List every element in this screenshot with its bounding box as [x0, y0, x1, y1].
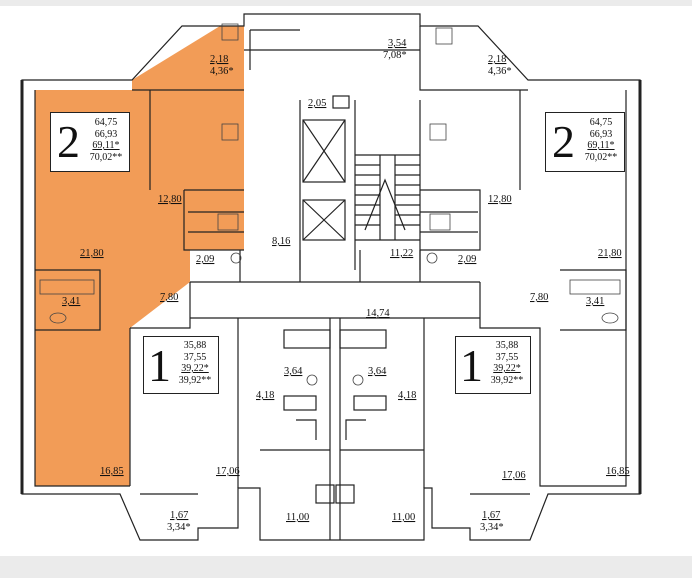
apt-right1-area-1: 35,88	[495, 340, 519, 351]
left-room1-area: 17,06	[216, 466, 240, 477]
corridor-area: 14,74	[366, 308, 390, 319]
left-wc-area: 3,41	[62, 296, 80, 307]
apt-left1-area-3: 39,22*	[181, 363, 209, 374]
apt-left2-info[interactable]: 2 64,75 66,93 69,11* 70,02**	[50, 112, 130, 172]
apt-left1-info[interactable]: 1 35,88 37,55 39,22* 39,92**	[143, 336, 219, 394]
right-bedroom-area: 16,85	[606, 466, 630, 477]
balcony-bl-area-alt: 3,34*	[167, 522, 191, 533]
apt-right2-rooms: 2	[552, 116, 575, 167]
balcony-tl-area-alt: 4,36*	[210, 66, 234, 77]
balcony-br-area-alt: 3,34*	[480, 522, 504, 533]
fixtures	[39, 23, 621, 386]
right-kitchen-area: 12,80	[488, 194, 512, 205]
apt-left2-area-1: 64,75	[94, 117, 118, 128]
apt-right2-info[interactable]: 2 64,75 66,93 69,11* 70,02**	[545, 112, 625, 172]
apt-right1-area-4: 39,92**	[490, 374, 524, 386]
balcony-tl-area: 2,18	[210, 54, 228, 65]
apt-right1-area-3: 39,22*	[493, 363, 521, 374]
balcony-br-area: 1,67	[482, 510, 500, 521]
left-hall1-area: 4,18	[256, 390, 274, 401]
apt-right1-areas: 35,88 37,55 39,22* 39,92**	[486, 340, 528, 386]
apt-right2-area-1: 64,75	[589, 117, 613, 128]
right-hall1-area: 4,18	[398, 390, 416, 401]
balcony-tr-area-alt: 4,36*	[488, 66, 512, 77]
bottom-strip	[0, 556, 692, 578]
top-center-area-alt: 7,08*	[383, 50, 407, 61]
balcony-tr-area: 2,18	[488, 54, 506, 65]
top-center-area: 3,54	[388, 38, 407, 49]
apt-left1-areas: 35,88 37,55 39,22* 39,92**	[174, 340, 216, 386]
right-bath2-area: 2,09	[458, 254, 476, 265]
left-corridor-area: 7,80	[160, 292, 178, 303]
apt-left1-rooms: 1	[148, 340, 171, 391]
apt-left2-area-4: 70,02**	[89, 151, 123, 163]
apt-right2-area-3: 69,11*	[587, 140, 615, 151]
right-room-area: 21,80	[598, 248, 622, 259]
apt-right1-rooms: 1	[460, 340, 483, 391]
right-hall-area: 11,22	[390, 248, 413, 259]
apt-left2-rooms: 2	[57, 116, 80, 167]
apt-left1-area-1: 35,88	[183, 340, 207, 351]
apt-left2-areas: 64,75 66,93 69,11* 70,02**	[85, 117, 127, 163]
apt-right2-area-2: 66,93	[589, 128, 613, 140]
left-kitchen-area: 12,80	[158, 194, 182, 205]
right-kitchen1-area: 11,00	[392, 512, 415, 523]
left-bedroom-area: 16,85	[100, 466, 124, 477]
top-strip	[0, 0, 692, 6]
apt-left1-area-4: 39,92**	[178, 374, 212, 386]
left-hall-area: 8,16	[272, 236, 290, 247]
left-bath2-area: 2,09	[196, 254, 214, 265]
apt-left2-area-2: 66,93	[94, 128, 118, 140]
right-bath1-area: 3,64	[368, 366, 387, 377]
apt-right2-area-4: 70,02**	[584, 151, 618, 163]
left-room-area: 21,80	[80, 248, 104, 259]
apt-right1-info[interactable]: 1 35,88 37,55 39,22* 39,92**	[455, 336, 531, 394]
right-wc-area: 3,41	[586, 296, 604, 307]
right-room1-area: 17,06	[502, 470, 526, 481]
balcony-bl-area: 1,67	[170, 510, 188, 521]
walls	[20, 13, 642, 541]
left-kitchen1-area: 11,00	[286, 512, 309, 523]
apt-right2-areas: 64,75 66,93 69,11* 70,02**	[580, 117, 622, 163]
right-corridor-area: 7,80	[530, 292, 548, 303]
apt-left2-area-3: 69,11*	[92, 140, 120, 151]
apt-right1-area-2: 37,55	[495, 351, 519, 363]
lift-small-area: 2,05	[308, 98, 326, 109]
apt-left1-area-2: 37,55	[183, 351, 207, 363]
left-bath1-area: 3,64	[284, 366, 303, 377]
